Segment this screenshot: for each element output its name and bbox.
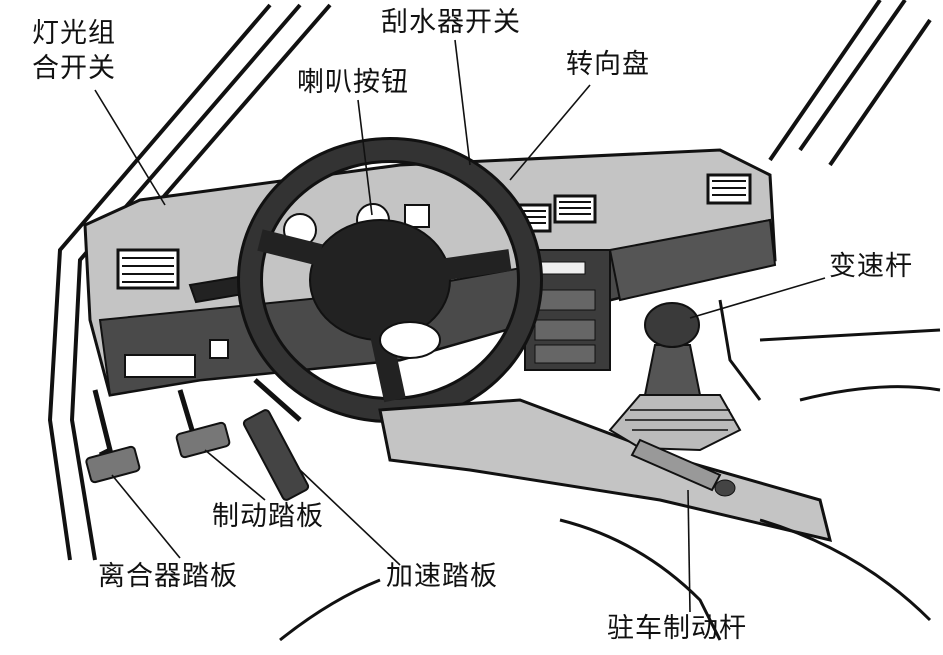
floor-outline [279,299,941,642]
gear-lever [608,302,742,452]
label-light-switch-line2: 合开关 [32,53,116,84]
horn-pad [309,219,451,341]
label-clutch-pedal: 离合器踏板 [98,561,238,592]
label-horn-button: 喇叭按钮 [297,67,409,98]
leader-lines [94,39,826,613]
label-accelerator-pedal: 加速踏板 [386,561,498,592]
parking-brake-lever [630,438,736,497]
air-vent-right [706,173,752,205]
accelerator-pedal [242,378,310,501]
center-tunnel [378,398,833,543]
label-wiper-switch: 刮水器开关 [381,7,521,38]
windshield-frame [47,0,932,561]
label-parking-brake-lever: 驻车制动杆 [607,613,747,644]
label-steering-wheel: 转向盘 [566,49,650,80]
clutch-pedal [85,389,141,484]
label-light-switch-line1: 灯光组 [32,18,116,49]
label-gear-lever: 变速杆 [829,251,913,282]
label-brake-pedal: 制动踏板 [212,501,324,532]
air-vent-left [116,248,180,290]
brake-pedal [175,389,231,459]
